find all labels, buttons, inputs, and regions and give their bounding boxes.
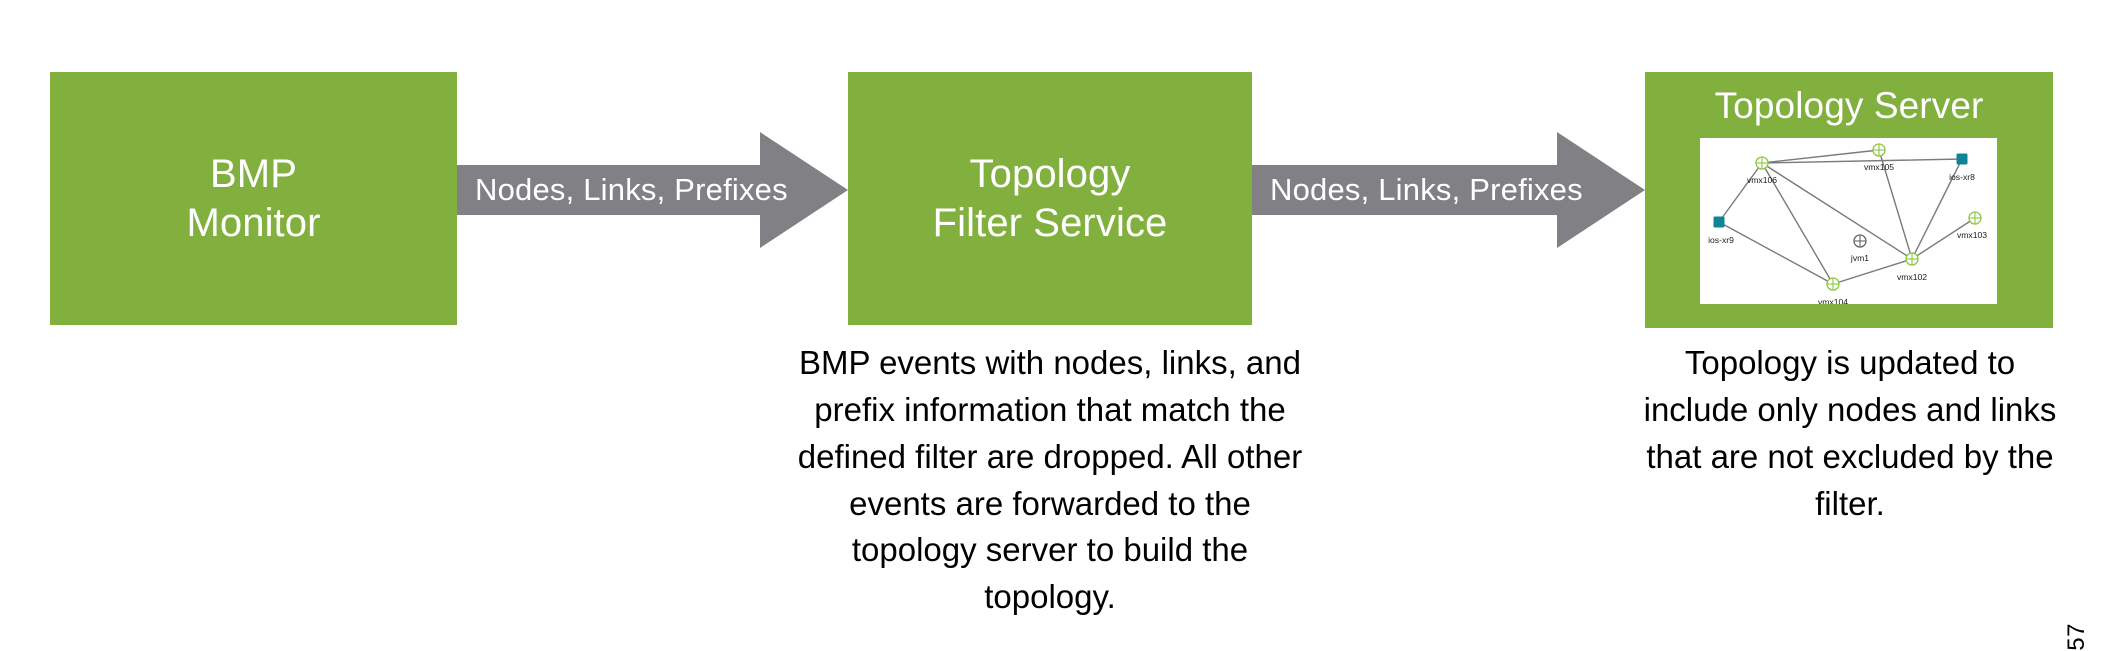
topology-node-vmx105[interactable]: vmx105: [1864, 143, 1894, 172]
arrow-shape-icon: [1252, 132, 1645, 248]
flow-arrow-bmp-to-filter: Nodes, Links, Prefixes: [457, 130, 848, 250]
stage-box-bmp-monitor: BMP Monitor: [50, 72, 457, 325]
switch-node-icon: [1956, 153, 1968, 165]
topology-node-label: jvm1: [1850, 253, 1869, 263]
caption-topology-filter-service: BMP events with nodes, links, and prefix…: [797, 344, 1303, 616]
topology-link: [1761, 162, 1913, 260]
topology-graph-svg: vmx106 vmx105 ios-xr8 ios-xr9 vmx103 jvm1 vmx1…: [1708, 143, 1987, 304]
figure-id-label: g301257: [2063, 623, 2091, 651]
topology-link: [1911, 217, 1976, 260]
topology-node-vmx106[interactable]: vmx106: [1747, 156, 1777, 185]
topology-link: [1718, 162, 1763, 223]
topology-link: [1832, 258, 1913, 285]
stage-title-topology-server: Topology Server: [1714, 85, 1984, 126]
topology-node-jvm1[interactable]: jvm1: [1850, 234, 1869, 263]
topology-node-label: vmx102: [1897, 272, 1927, 282]
topology-node-vmx103[interactable]: vmx103: [1957, 211, 1987, 240]
topology-link: [1761, 149, 1880, 164]
topology-node-vmx102[interactable]: vmx102: [1897, 252, 1927, 282]
topology-link: [1761, 158, 1963, 164]
topology-link: [1911, 158, 1963, 260]
topology-node-vmx104[interactable]: vmx104: [1818, 277, 1848, 304]
topology-link: [1761, 162, 1834, 285]
stage-title-bmp-monitor: BMP Monitor: [186, 151, 321, 245]
flow-arrow-filter-to-server: Nodes, Links, Prefixes: [1252, 130, 1645, 250]
topology-graph-panel: vmx106 vmx105 ios-xr8 ios-xr9 vmx103 jvm1 vmx1…: [1700, 138, 1997, 304]
topology-node-label: vmx106: [1747, 175, 1777, 185]
topology-link: [1878, 149, 1913, 260]
topology-node-ios-xr8[interactable]: ios-xr8: [1949, 153, 1975, 183]
topology-node-label: vmx105: [1864, 162, 1894, 172]
caption-topology-server: Topology is updated to include only node…: [1643, 344, 2057, 522]
topology-node-label: ios-xr9: [1708, 235, 1734, 245]
switch-node-icon: [1713, 216, 1725, 228]
topology-node-ios-xr9[interactable]: ios-xr9: [1708, 216, 1734, 246]
topology-node-label: vmx104: [1818, 297, 1848, 304]
topology-node-label: ios-xr8: [1949, 172, 1975, 182]
topology-node-label: vmx103: [1957, 230, 1987, 240]
arrow-shape-icon: [457, 132, 848, 248]
topology-link: [1718, 221, 1834, 285]
stage-box-topology-filter-service: Topology Filter Service: [848, 72, 1252, 325]
stage-box-topology-server: Topology Server vmx106 vmx105 ios-xr8 ios-x…: [1645, 72, 2053, 328]
stage-title-topology-filter-service: Topology Filter Service: [932, 151, 1168, 245]
